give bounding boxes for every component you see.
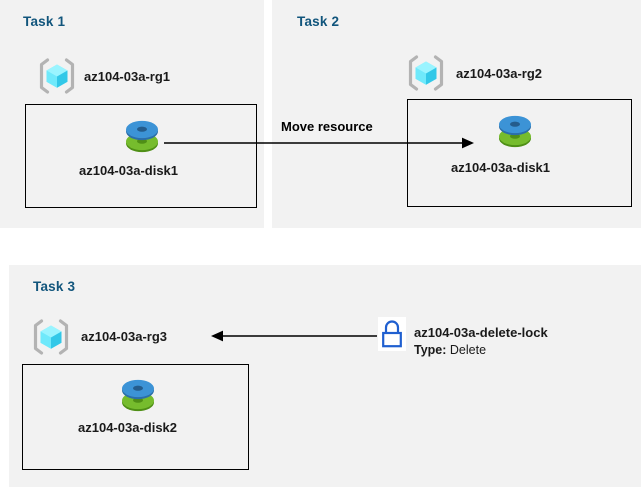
lock-icon [378, 317, 406, 351]
task1-disk-label: az104-03a-disk1 [79, 163, 179, 178]
panel-task1 [0, 0, 264, 228]
lock-type-row: Type: Delete [414, 343, 486, 357]
task1-resource-group-label: az104-03a-rg1 [84, 69, 170, 84]
panel-task3 [9, 265, 641, 487]
lock-type-label: Type: [414, 343, 447, 357]
task2-resource-box [407, 99, 632, 207]
disk-icon [118, 375, 158, 419]
disk-icon [495, 111, 535, 155]
task3-disk-label: az104-03a-disk2 [78, 420, 178, 435]
resource-group-icon [37, 56, 77, 96]
task3-resource-group-label: az104-03a-rg3 [81, 329, 167, 344]
task2-disk-label: az104-03a-disk1 [451, 160, 551, 175]
resource-group-icon [31, 317, 71, 357]
task2-resource-group-label: az104-03a-rg2 [456, 66, 542, 81]
task1-resource-box [25, 104, 257, 208]
task1-title: Task 1 [23, 14, 66, 29]
lock-to-resource-group-arrow [210, 327, 380, 345]
panel-task2 [272, 0, 641, 228]
resource-group-icon [406, 53, 446, 93]
task3-title: Task 3 [33, 279, 76, 294]
move-resource-label: Move resource [281, 119, 373, 134]
lock-name-label: az104-03a-delete-lock [414, 325, 548, 340]
task2-title: Task 2 [297, 14, 340, 29]
lock-type-value: Delete [449, 343, 487, 357]
task3-resource-box [22, 364, 249, 470]
disk-icon [122, 116, 162, 160]
move-resource-arrow [164, 134, 484, 152]
